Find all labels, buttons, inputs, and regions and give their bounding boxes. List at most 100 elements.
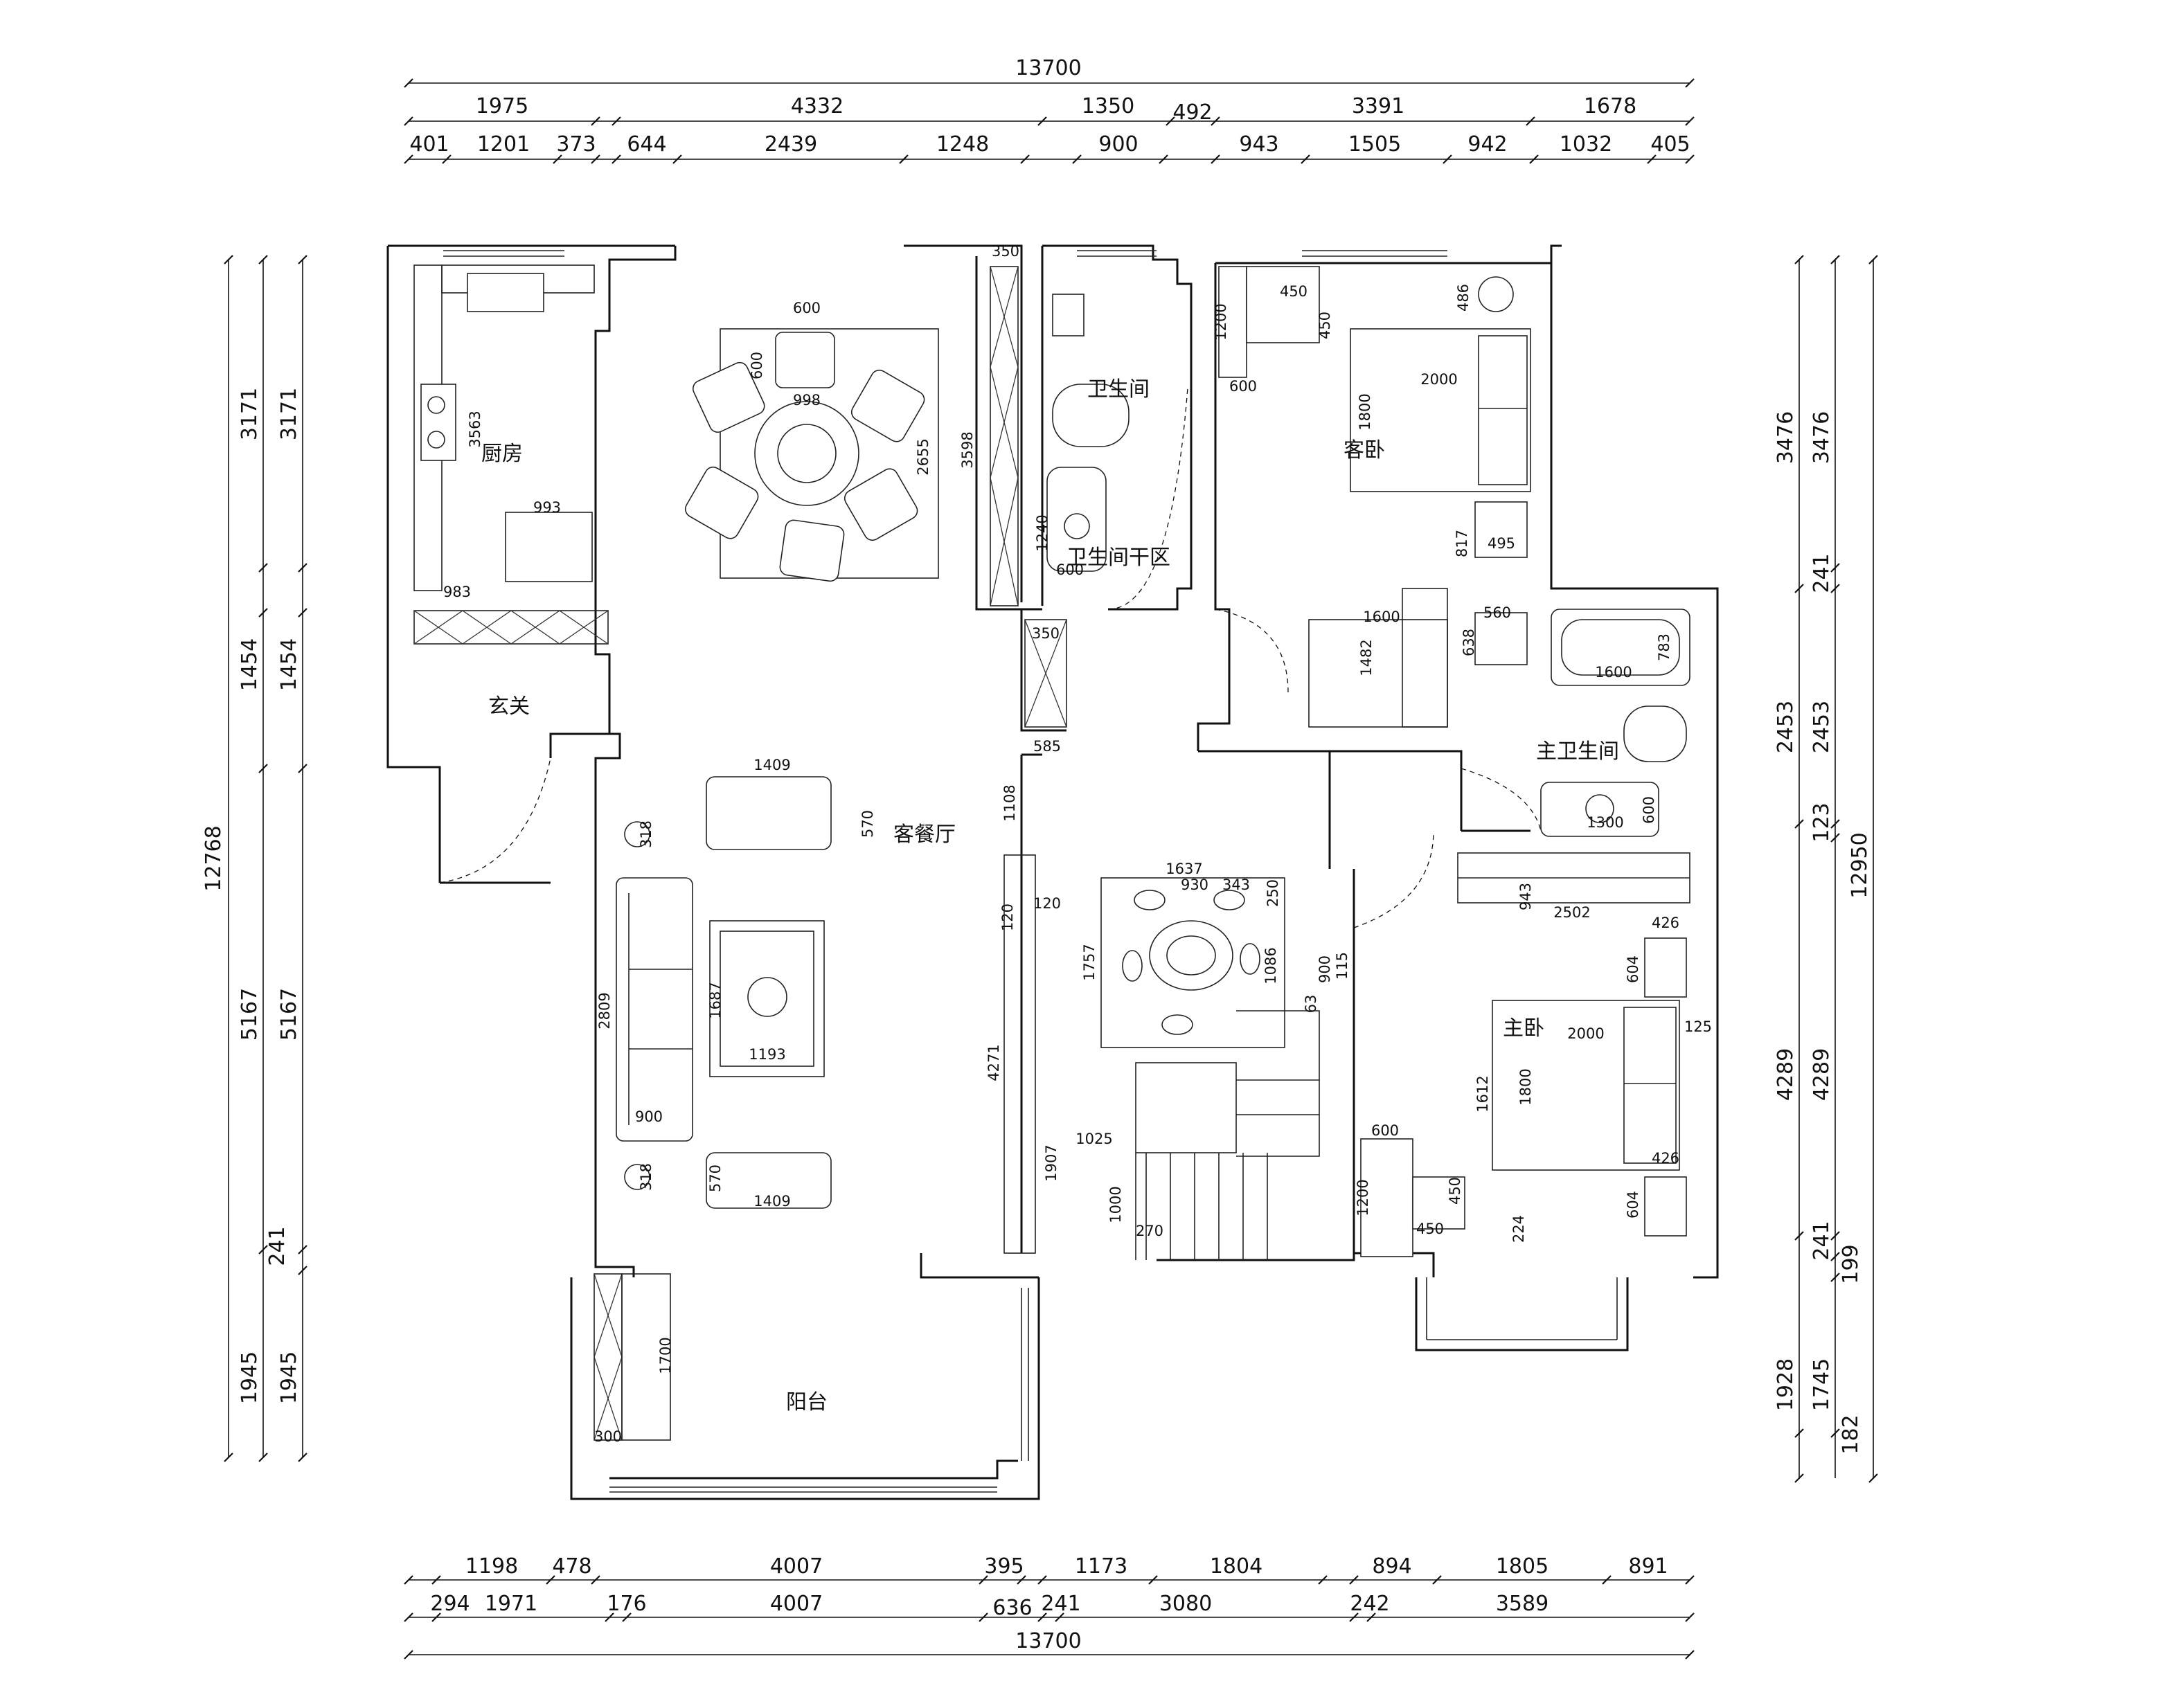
room-labels: 厨房 玄关 客餐厅 阳台 卫生间 卫生间干区 客卧 主卫生间 主卧: [481, 377, 1619, 1414]
dim-tick: [1868, 1473, 1878, 1483]
dim-right-i-8: 1745: [1810, 1358, 1834, 1411]
living-dim-7: 570: [707, 1165, 724, 1192]
guest-dim-12: 638: [1461, 629, 1477, 656]
hall-rug: [1100, 877, 1285, 1048]
guest-desk: [1246, 266, 1320, 343]
dim-top-r3-2: 1201: [477, 132, 530, 156]
tall-cabinet: [990, 266, 1019, 606]
master-basin: [1540, 782, 1659, 837]
dim-bot-r1-7: 894: [1372, 1554, 1411, 1579]
dim-top-r3-5: 2439: [765, 132, 817, 156]
dim-left-overall: 12768: [202, 825, 226, 891]
dim-tick: [1211, 154, 1220, 164]
balcony-area: 1700 300: [593, 1273, 674, 1445]
dim-tick: [298, 1245, 307, 1255]
dim-left-i-3: 5167: [277, 988, 301, 1041]
dim-bot-r2-5: 636: [992, 1596, 1032, 1620]
dim-tick: [591, 116, 600, 126]
hall-dim-11: 1907: [1043, 1144, 1060, 1181]
dim-top-r3-7: 900: [1098, 132, 1138, 156]
master-bedroom-area: 943 2502 426 604 2000 125 1612 1800 426 …: [1303, 852, 1712, 1257]
hall-dim-6: 1086: [1262, 947, 1279, 984]
hall-dim-5: 1757: [1081, 944, 1098, 980]
dim-tick: [1685, 1650, 1695, 1660]
dim-tick: [1685, 78, 1695, 88]
dim-right-i-6: 241: [1810, 1221, 1834, 1260]
toilet-dim-6: 1108: [1001, 784, 1018, 821]
entry-door: [439, 757, 551, 883]
toilet-cabinet: [1024, 619, 1067, 728]
dim-tick: [605, 1612, 614, 1622]
dim-right-i-7: 199: [1839, 1244, 1863, 1284]
guest-bed: [1350, 328, 1531, 492]
dim-tick: [1349, 1612, 1359, 1622]
guest-dim-8: 817: [1454, 530, 1470, 557]
doors: [439, 387, 1542, 928]
dim-bot-r1-3: 4007: [770, 1554, 823, 1579]
dim-tick: [1685, 1575, 1695, 1585]
dim-tick: [1830, 1252, 1840, 1261]
dim-bot-r1-6: 1804: [1210, 1554, 1262, 1579]
dim-bot-r2-4: 4007: [770, 1592, 823, 1616]
dim-tick: [546, 1575, 555, 1585]
dim-right-o-3: 4289: [1774, 1048, 1798, 1101]
dim-tick: [1301, 154, 1310, 164]
dimension-left: 12768 3171 1454 5167 1945 3171 1454 5167…: [202, 255, 307, 1462]
dining-dim-5: 3598: [959, 431, 976, 468]
master-bed: [1492, 1000, 1680, 1171]
living-dim-8: 1409: [753, 1193, 790, 1210]
dim-tick: [1020, 154, 1030, 164]
dim-top-r2-3: 1350: [1082, 94, 1134, 118]
dining-chair-3: [850, 369, 925, 442]
dim-bot-overall: 13700: [1015, 1629, 1081, 1653]
coffee-table: [709, 920, 825, 1077]
dim-top-r2-5: 3391: [1352, 94, 1404, 118]
living-dim-1: 1409: [753, 757, 790, 773]
dim-tick: [298, 1453, 307, 1462]
room-label-balcony: 阳台: [786, 1390, 828, 1414]
shoe-cabinet: [413, 610, 609, 645]
dim-tick: [1318, 1575, 1328, 1585]
dim-tick: [404, 154, 413, 164]
dim-top-r3-10: 942: [1467, 132, 1507, 156]
dim-tick: [298, 563, 307, 573]
guest-nightstand: [1474, 501, 1528, 558]
dim-tick: [1055, 1612, 1064, 1622]
living-dim-9: 318: [638, 820, 654, 848]
dim-tick: [404, 1575, 413, 1585]
room-label-toilet-dry: 卫生间干区: [1066, 546, 1170, 570]
dim-tick: [1159, 154, 1168, 164]
dim-tick: [1366, 1612, 1376, 1622]
dim-right-overall: 12950: [1848, 832, 1872, 898]
master-door: [1353, 830, 1434, 928]
living-dim-4: 1687: [707, 982, 724, 1018]
bath-dim-3: 1300: [1587, 814, 1623, 831]
dim-tick: [224, 255, 233, 264]
dim-tick: [404, 78, 413, 88]
dim-tick: [1830, 255, 1840, 264]
dim-tick: [1529, 154, 1539, 164]
dim-tick: [1794, 819, 1804, 829]
dim-tick: [1830, 819, 1840, 829]
dim-tick: [1443, 154, 1452, 164]
wash-basin: [1046, 467, 1107, 572]
kitchen-dim-2: 993: [533, 499, 561, 516]
dim-tick: [258, 1245, 268, 1255]
dim-tick: [1148, 1575, 1158, 1585]
dim-right-i-2: 241: [1810, 553, 1834, 593]
room-label-living-dining: 客餐厅: [893, 822, 956, 847]
balcony-cabinet: [593, 1273, 623, 1441]
sofa: [616, 877, 693, 1142]
dim-tick: [1794, 1473, 1804, 1483]
master-dim-4: 604: [1625, 955, 1641, 983]
master-dim-5: 2000: [1567, 1025, 1604, 1042]
dim-tick: [612, 154, 621, 164]
dim-tick: [1868, 255, 1878, 264]
dim-right-i-5: 4289: [1810, 1048, 1834, 1101]
guest-closet: [1308, 619, 1448, 728]
hall-dim-9: 4271: [985, 1044, 1002, 1081]
fridge: [505, 512, 593, 582]
dim-tick: [1830, 833, 1840, 843]
dim-tick: [404, 116, 413, 126]
